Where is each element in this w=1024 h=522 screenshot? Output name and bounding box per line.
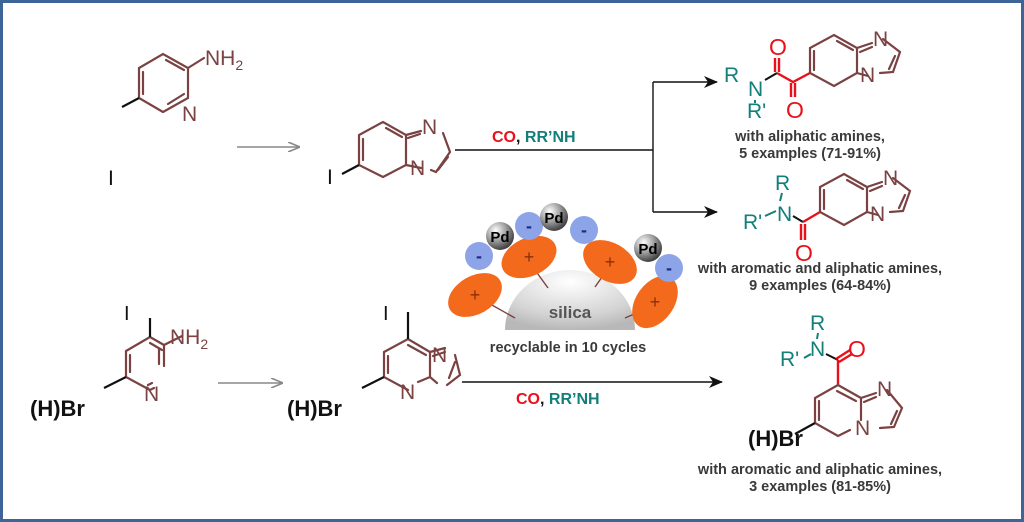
cation-3: +	[583, 240, 637, 284]
r-prime-group: R'	[747, 100, 766, 123]
bromo-substituent: (H)Br	[287, 396, 342, 421]
svg-text:-: -	[581, 220, 587, 240]
svg-text:+: +	[650, 292, 661, 312]
amino-group: NH2	[170, 326, 208, 352]
svg-text:+: +	[605, 252, 616, 272]
iodo-substituent: I	[124, 303, 130, 325]
svg-text:-: -	[526, 216, 532, 236]
r-group: R	[724, 64, 739, 87]
ring-nitrogen: N	[144, 383, 159, 406]
ring-nitrogen-1: N	[883, 167, 898, 190]
svg-text:Pd: Pd	[638, 241, 657, 258]
svg-text:Pd: Pd	[544, 210, 563, 227]
amino-group: NH2	[205, 47, 243, 73]
silica-support	[505, 270, 635, 330]
bromo-substituent: (H)Br	[748, 426, 803, 451]
amide-nitrogen: N	[810, 338, 825, 361]
product-2-caption-line2: 9 examples (64-84%)	[749, 278, 891, 294]
iodo-substituent: I	[383, 303, 389, 325]
ring-nitrogen-1: N	[873, 28, 888, 51]
product-2-caption-line1: with aromatic and aliphatic amines,	[697, 261, 942, 277]
svg-text:-: -	[666, 258, 672, 278]
oxygen: O	[848, 336, 866, 362]
svg-text:+: +	[524, 247, 535, 267]
product-3-caption-line1: with aromatic and aliphatic amines,	[697, 462, 942, 478]
cation-4: +	[632, 275, 678, 329]
conditions-top: CO, RR’NH	[492, 129, 576, 146]
r-prime-group: R'	[743, 211, 762, 234]
svg-text:+: +	[470, 285, 481, 305]
start-material-bottom: I NH2 N (H)Br	[30, 303, 208, 421]
product-1-ketoamide: R N R' O O N N	[724, 28, 902, 123]
cation-2: +	[501, 235, 557, 279]
oxygen-2: O	[786, 97, 804, 123]
ring-nitrogen-2: N	[400, 381, 415, 404]
silica-label: silica	[549, 303, 592, 322]
amide-nitrogen: N	[748, 78, 763, 101]
svg-text:Pd: Pd	[490, 229, 509, 246]
ring-nitrogen-1: N	[877, 378, 892, 401]
r-prime-group: R'	[780, 348, 799, 371]
anion-4: -	[655, 254, 683, 282]
catalyst-illustration: silica + + + + - - - - Pd Pd Pd	[448, 203, 683, 330]
catalyst-caption: recyclable in 10 cycles	[490, 340, 646, 356]
pd-particle-1: Pd	[486, 222, 514, 250]
anion-3: -	[570, 216, 598, 244]
product-1-caption-line2: 5 examples (71-91%)	[739, 146, 881, 162]
conditions-bottom: CO, RR’NH	[516, 391, 600, 408]
intermediate-top: N N I	[327, 116, 452, 189]
ring-nitrogen-2: N	[860, 64, 875, 87]
ring-nitrogen-1: N	[422, 116, 437, 139]
ring-nitrogen: N	[182, 103, 197, 126]
intermediate-bottom: I N N (H)Br	[287, 303, 462, 421]
ring-nitrogen-1: N	[432, 344, 447, 367]
r-group: R	[775, 172, 790, 195]
oxygen: O	[795, 240, 813, 266]
ring-nitrogen-2: N	[870, 203, 885, 226]
pd-particle-2: Pd	[540, 203, 568, 231]
product-2-carboxamide: R N R' O N N	[743, 167, 912, 266]
bromo-substituent: (H)Br	[30, 396, 85, 421]
pd-particle-3: Pd	[634, 234, 662, 262]
anion-2: -	[515, 212, 543, 240]
iodo-substituent: I	[108, 167, 114, 190]
product-1-caption-line1: with aliphatic amines,	[734, 129, 885, 145]
ring-nitrogen-2: N	[410, 157, 425, 180]
oxygen-1: O	[769, 34, 787, 60]
r-group: R	[810, 312, 825, 335]
product-3-carboxamide: R N R' O N N (H)Br	[748, 312, 904, 451]
amide-nitrogen: N	[777, 203, 792, 226]
svg-text:-: -	[476, 246, 482, 266]
anion-1: -	[465, 242, 493, 270]
ring-nitrogen-2: N	[855, 417, 870, 440]
cation-1: +	[448, 273, 502, 317]
iodo-substituent: I	[327, 166, 333, 189]
start-material-top: NH2 N I	[108, 47, 243, 190]
product-3-caption-line2: 3 examples (81-85%)	[749, 479, 891, 495]
